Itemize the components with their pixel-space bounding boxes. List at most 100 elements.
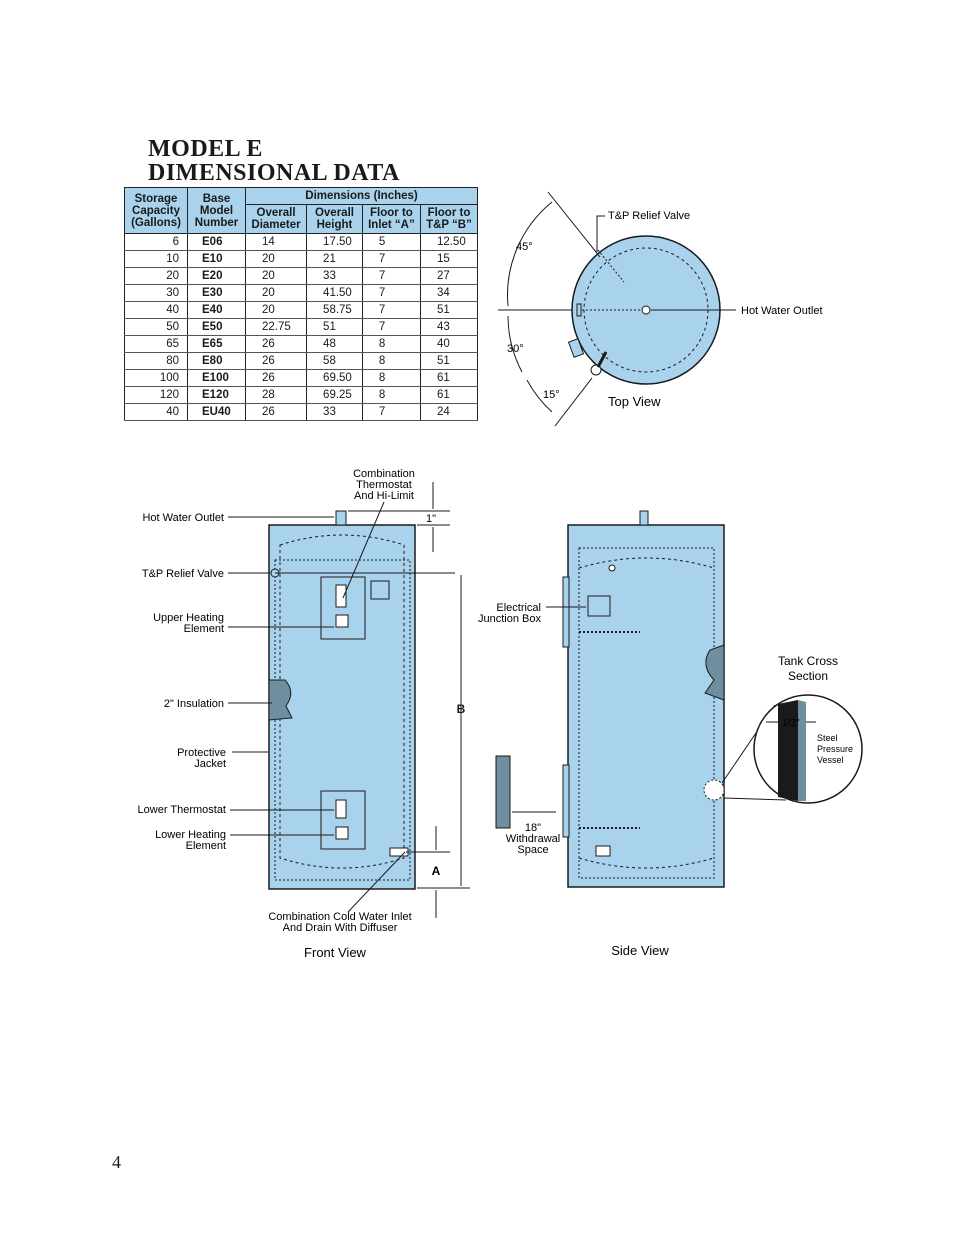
front-view-diagram: Combination Thermostat And Hi-Limit 1" H…: [138, 468, 470, 960]
table-cell: 15: [419, 250, 479, 268]
table-cell: 12.50: [419, 233, 479, 251]
upper-heating-line2: Element: [184, 623, 224, 635]
header-dimensions: Dimensions (Inches): [245, 187, 478, 205]
table-cell: 120: [124, 386, 188, 404]
table-cell: 17.50: [306, 233, 363, 251]
withdrawal-line3: Space: [517, 844, 548, 856]
upper-heating-line1: Upper Heating: [153, 612, 224, 624]
side-view-caption: Side View: [611, 943, 669, 958]
table-cell: E06: [187, 233, 246, 251]
angle-45-label: 45°: [516, 241, 533, 253]
hot-outlet-top-icon: [641, 305, 651, 315]
page-title: MODEL E DIMENSIONAL DATA: [148, 137, 400, 185]
table-cell: E100: [187, 369, 246, 387]
combo-thermostat-line1: Combination: [353, 468, 415, 480]
tp-relief-front-label: T&P Relief Valve: [142, 568, 224, 580]
table-cell: 61: [419, 369, 479, 387]
steel-vessel-line2: Pressure: [817, 744, 853, 754]
table-cell: 26: [244, 352, 308, 370]
table-cell: 61: [419, 386, 479, 404]
table-cell: E40: [187, 301, 246, 319]
junction-box-line1: Electrical: [496, 602, 541, 614]
table-cell: 40: [124, 301, 188, 319]
table-cell: 14: [244, 233, 308, 251]
table-cell: EU40: [187, 403, 246, 421]
withdrawal-line1: 18": [525, 822, 541, 834]
angle-30-label: 30°: [507, 343, 524, 355]
table-cell: 34: [419, 284, 479, 302]
table-cell: 65: [124, 335, 188, 353]
insulation-label: 2" Insulation: [164, 698, 224, 710]
table-cell: 40: [419, 335, 479, 353]
junction-box: [587, 595, 611, 617]
side-view-diagram: 1/2" Steel Pressure Vessel Tank Cross Se…: [478, 510, 863, 958]
combo-thermostat-line3: And Hi-Limit: [354, 490, 414, 502]
steel-vessel-line3: Vessel: [817, 755, 844, 765]
table-cell: 48: [306, 335, 363, 353]
table-cell: 24: [419, 403, 479, 421]
table-cell: E20: [187, 267, 246, 285]
table-cell: 50: [124, 318, 188, 336]
cold-inlet-line2: And Drain With Diffuser: [283, 922, 398, 934]
table-cell: 20: [244, 284, 308, 302]
tank-cross-line2: Section: [788, 669, 828, 683]
lower-heating-line1: Lower Heating: [155, 829, 226, 841]
hot-outlet-nipple: [335, 510, 347, 526]
hot-outlet-front-label: Hot Water Outlet: [142, 512, 224, 524]
tp-relief-top-label: T&P Relief Valve: [608, 210, 690, 222]
table-cell: 21: [306, 250, 363, 268]
table-cell: 100: [124, 369, 188, 387]
table-cell: 43: [419, 318, 479, 336]
table-cell: E65: [187, 335, 246, 353]
hot-outlet-top-label: Hot Water Outlet: [741, 305, 823, 317]
table-cell: 27: [419, 267, 479, 285]
title-line-2: DIMENSIONAL DATA: [148, 160, 400, 186]
lower-heating-line2: Element: [186, 840, 226, 852]
table-cell: 20: [124, 267, 188, 285]
table-cell: 22.75: [244, 318, 308, 336]
tank-cross-line1: Tank Cross: [778, 654, 838, 668]
table-cell: 20: [244, 301, 308, 319]
junction-box-line2: Junction Box: [478, 613, 541, 625]
page-number: 4: [112, 1152, 121, 1172]
dim-b-label: B: [457, 702, 466, 716]
side-jacket: [567, 524, 725, 888]
angle-15-label: 15°: [543, 389, 560, 401]
table-cell: 26: [244, 403, 308, 421]
table-cell: 26: [244, 335, 308, 353]
half-inch-label: 1/2": [782, 718, 800, 729]
table-cell: 20: [244, 267, 308, 285]
table-cell: E80: [187, 352, 246, 370]
table-cell: 51: [419, 352, 479, 370]
table-cell: E30: [187, 284, 246, 302]
withdrawal-line2: Withdrawal: [506, 833, 560, 845]
one-inch-label: 1": [426, 513, 436, 525]
top-view-caption: Top View: [608, 394, 661, 409]
table-cell: 20: [244, 250, 308, 268]
title-line-1: MODEL E: [148, 136, 263, 162]
top-view-diagram: 45° 30° 15° T&P Relief Valve Hot Water O…: [498, 191, 823, 427]
table-cell: 51: [419, 301, 479, 319]
lower-thermostat-label: Lower Thermostat: [138, 804, 226, 816]
table-cell: 26: [244, 369, 308, 387]
table-cell: E10: [187, 250, 246, 268]
